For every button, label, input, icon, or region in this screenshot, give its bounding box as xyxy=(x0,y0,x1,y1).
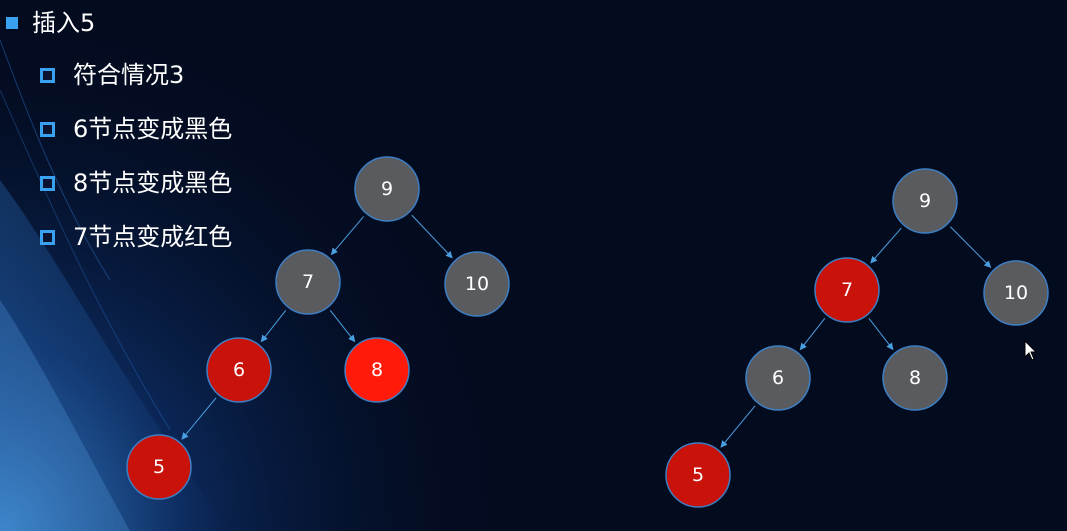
tree-after: 9 7 10 6 8 5 xyxy=(665,168,1049,508)
edge-n9-n7 xyxy=(330,216,365,256)
bullet-list: 插入5 符合情况3 6节点变成黑色 8节点变成黑色 7节点变成红色 xyxy=(0,0,400,260)
node-5 xyxy=(665,442,731,508)
bullet-sub-text: 8节点变成黑色 xyxy=(73,169,233,197)
bullet-sub-3: 8节点变成黑色 xyxy=(40,166,232,200)
node-7 xyxy=(275,249,341,315)
node-label: 7 xyxy=(302,271,314,293)
bullet-sub-4: 7节点变成红色 xyxy=(40,220,232,254)
bullet-sub-text: 7节点变成红色 xyxy=(73,223,233,251)
edge-n7-n8 xyxy=(868,318,894,351)
node-9 xyxy=(354,156,420,222)
node-7 xyxy=(814,257,880,323)
node-10 xyxy=(983,260,1049,326)
node-10 xyxy=(444,251,510,317)
bullet-main: 插入5 xyxy=(6,6,95,40)
node-label: 6 xyxy=(233,359,245,381)
node-5 xyxy=(126,434,192,500)
bullet-hollow-square-icon xyxy=(40,67,55,83)
node-label: 10 xyxy=(1004,282,1028,304)
edge-n7-n8 xyxy=(329,310,356,343)
bullet-hollow-square-icon xyxy=(40,121,55,137)
node-label: 5 xyxy=(153,456,165,478)
edge-n7-n6 xyxy=(799,318,826,351)
node-6 xyxy=(206,337,272,403)
node-6 xyxy=(745,345,811,411)
edge-n6-n5 xyxy=(720,405,756,448)
edge-n6-n5 xyxy=(181,397,217,440)
node-8 xyxy=(882,345,948,411)
bullet-main-text: 插入5 xyxy=(32,9,96,37)
bullet-sub-2: 6节点变成黑色 xyxy=(40,112,232,146)
bullet-hollow-square-icon xyxy=(40,229,55,245)
node-label: 9 xyxy=(919,190,931,212)
bullet-sub-text: 符合情况3 xyxy=(73,61,185,89)
node-label: 8 xyxy=(371,359,383,381)
tree-before: 9 7 10 6 8 5 xyxy=(126,156,510,500)
node-label: 7 xyxy=(841,279,853,301)
bullet-sub-text: 6节点变成黑色 xyxy=(73,115,233,143)
node-label: 6 xyxy=(772,367,784,389)
bullet-square-icon xyxy=(6,17,18,29)
bullet-sub-1: 符合情况3 xyxy=(40,58,184,92)
node-label: 5 xyxy=(692,464,704,486)
edge-n9-n10 xyxy=(411,214,453,259)
edge-n9-n7 xyxy=(870,227,902,264)
edge-n9-n10 xyxy=(949,226,992,268)
node-label: 8 xyxy=(909,367,921,389)
edge-n7-n6 xyxy=(260,310,287,343)
node-9 xyxy=(892,168,958,234)
bullet-hollow-square-icon xyxy=(40,175,55,191)
node-label: 10 xyxy=(465,273,489,295)
node-label: 9 xyxy=(381,178,393,200)
node-8 xyxy=(344,337,410,403)
mouse-cursor-icon xyxy=(1024,340,1038,361)
